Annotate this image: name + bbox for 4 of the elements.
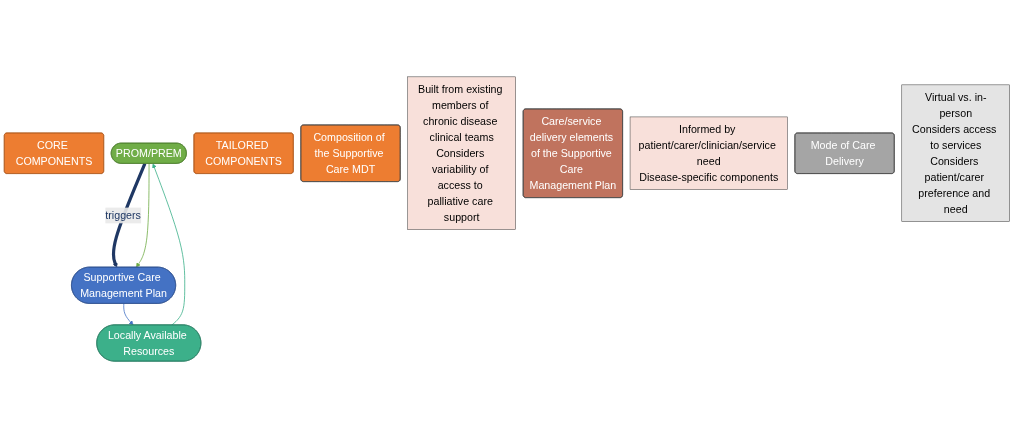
node-box: Built from existing members of chronic disease clinical teams Considers variability of access to palliative care support bbox=[407, 76, 516, 230]
node-box: Informed by patient/carer/clinician/service need Disease-specific components bbox=[629, 116, 788, 190]
node-box: Virtual vs. in-person Considers access to services Considers patient/carer preference and need bbox=[901, 84, 1010, 222]
edge-label: triggers bbox=[105, 209, 141, 222]
